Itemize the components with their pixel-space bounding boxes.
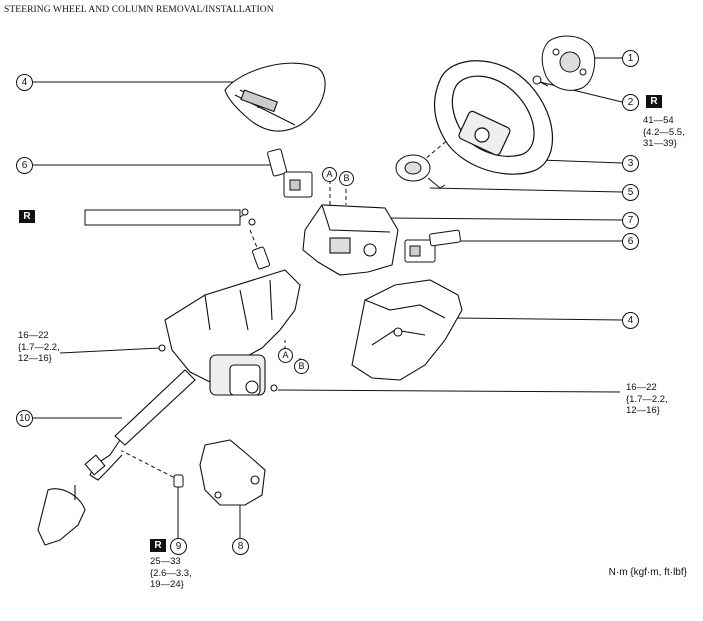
callout-8: 8: [232, 538, 249, 555]
intermediate-shaft-part: [84, 369, 196, 481]
units-note: N·m {kgf·m, ft·lbf}: [608, 567, 687, 578]
right-combination-switch-part: [404, 229, 461, 263]
column-bolt-part: [173, 474, 184, 488]
lower-column-cover-part: [351, 279, 463, 381]
callout-4-top: 4: [16, 74, 33, 91]
clock-spring-part: [395, 154, 446, 189]
callout-9: 9: [170, 538, 187, 555]
callout-6-left: 6: [16, 157, 33, 174]
left-combination-switch-part: [267, 148, 313, 198]
letter-a-top: A: [322, 167, 337, 182]
callout-3: 3: [622, 155, 639, 172]
steering-gear-part: [37, 485, 86, 546]
r-badge-bolt-9: R: [150, 539, 166, 552]
letter-a-bottom: A: [278, 348, 293, 363]
callout-5: 5: [622, 184, 639, 201]
page-title: STEERING WHEEL AND COLUMN REMOVAL/INSTAL…: [4, 5, 274, 15]
callout-4-right: 4: [622, 312, 639, 329]
r-leader-box: [84, 209, 241, 226]
torque-right-bolt: 16—22 {1.7—2.2, 12—16}: [626, 382, 668, 416]
steering-column-part: [158, 269, 301, 396]
callout-2: 2: [622, 94, 639, 111]
torque-bolt-2: 41—54 {4.2—5.5, 31—39}: [643, 115, 685, 149]
torque-bolt-9: 25—33 {2.6—3.3, 19—24}: [150, 556, 192, 590]
upper-column-cover-part: [224, 62, 326, 132]
r-badge-column: R: [19, 210, 35, 223]
r-badge-bolt-2: R: [646, 95, 662, 108]
leader-4-right: [454, 317, 623, 321]
steering-wheel-part: [433, 60, 554, 175]
horn-pad-part: [541, 35, 596, 91]
small-bolts-part: [241, 208, 270, 270]
callout-1: 1: [622, 50, 639, 67]
leader-right-bolt: [277, 389, 621, 393]
callout-7: 7: [622, 212, 639, 229]
callout-10: 10: [16, 410, 33, 427]
callout-6-right: 6: [622, 233, 639, 250]
leader-5: [429, 187, 623, 193]
leader-left-bolt: [59, 347, 161, 354]
letter-b-bottom: B: [294, 359, 309, 374]
column-bracket-part: [199, 439, 266, 506]
torque-left-bolt: 16—22 {1.7—2.2, 12—16}: [18, 330, 60, 364]
leader-7: [384, 217, 623, 221]
combination-switch-body-part: [302, 204, 399, 276]
leader-3: [539, 159, 623, 164]
letter-b-top: B: [339, 171, 354, 186]
wheel-bolt-part: [532, 75, 549, 87]
